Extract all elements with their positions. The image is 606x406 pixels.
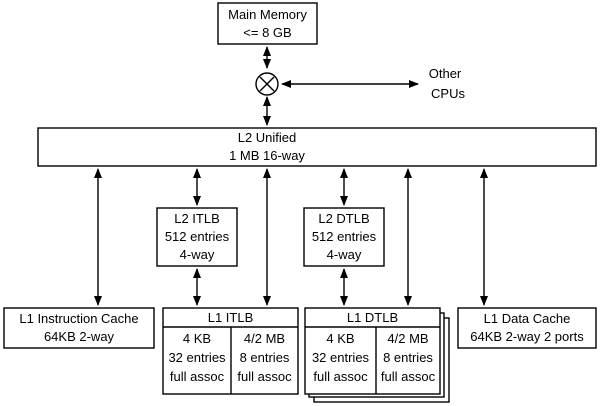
main-memory-label: Main Memory [228,7,307,22]
l1-itlb-2mb-assoc: full assoc [237,369,292,384]
l1-dtlb-4kb-assoc: full assoc [313,369,368,384]
l2-dtlb-box: L2 DTLB 512 entries 4-way [303,207,385,267]
l1-itlb-2mb-size: 4/2 MB [244,331,285,346]
l1-itlb-2mb-entries: 8 entries [240,350,290,365]
l1-dtlb-4kb-size: 4 KB [326,331,354,346]
l1-icache-label: L1 Instruction Cache [19,311,138,326]
l2-itlb-box: L2 ITLB 512 entries 4-way [156,207,238,267]
l2-itlb-entries: 512 entries [165,229,230,244]
l2-dtlb-label: L2 DTLB [318,211,369,226]
l2-unified-size: 1 MB 16-way [229,148,305,163]
l1-dtlb-2mb-entries: 8 entries [383,350,433,365]
main-memory-box: Main Memory <= 8 GB [217,2,318,45]
l1-itlb-box: L1 ITLB 4 KB 32 entries full assoc 4/2 M… [162,307,299,395]
l1-dtlb-2mb-assoc: full assoc [381,369,436,384]
l2-itlb-label: L2 ITLB [174,211,220,226]
l1-dtlb-title: L1 DTLB [347,310,398,325]
svg-text:Other: Other [429,66,462,81]
crossbar-switch-icon [255,72,279,96]
l2-unified-label: L2 Unified [238,130,297,145]
l1-dtlb-2mb-size: 4/2 MB [387,331,428,346]
l1-itlb-4kb-assoc: full assoc [170,369,225,384]
l1-itlb-4kb-entries: 32 entries [168,350,226,365]
l2-dtlb-entries: 512 entries [312,229,377,244]
l2-unified-box: L2 Unified 1 MB 16-way [37,127,597,167]
l1-dtlb-box: L1 DTLB 4 KB 32 entries full assoc 4/2 M… [304,307,450,403]
l1-itlb-title: L1 ITLB [208,310,254,325]
l1-dcache-label: L1 Data Cache [484,311,571,326]
connectors [94,46,488,306]
l1-icache-size: 64KB 2-way [44,329,115,344]
main-memory-size: <= 8 GB [243,25,291,40]
svg-text:CPUs: CPUs [431,86,465,101]
l1-dcache-size: 64KB 2-way 2 ports [470,329,584,344]
l2-itlb-assoc: 4-way [180,247,215,262]
l2-dtlb-assoc: 4-way [327,247,362,262]
l1-instruction-cache-box: L1 Instruction Cache 64KB 2-way [3,307,155,349]
l1-dtlb-4kb-entries: 32 entries [312,350,370,365]
other-cpus-label: Other CPUs [429,66,466,101]
l1-data-cache-box: L1 Data Cache 64KB 2-way 2 ports [457,307,597,349]
l1-itlb-4kb-size: 4 KB [183,331,211,346]
